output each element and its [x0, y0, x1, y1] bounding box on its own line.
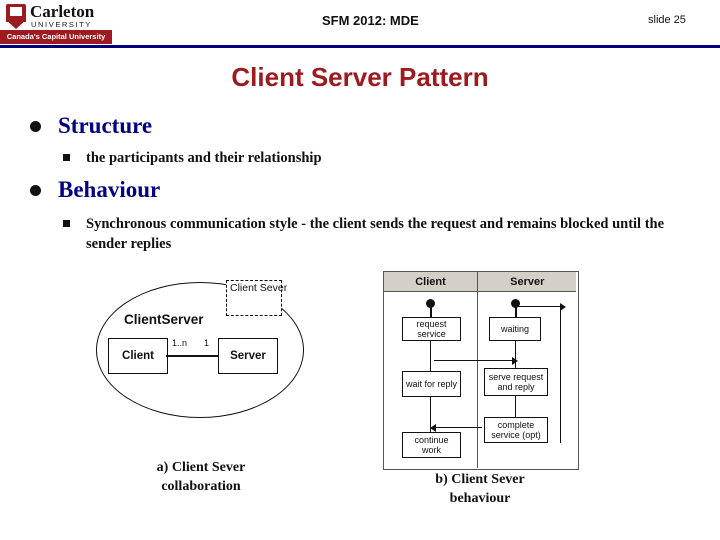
figure-a-caption-line1: a) Client Sever	[156, 460, 246, 475]
arrow-reply-to-client	[430, 422, 482, 434]
bullet-dot-behaviour	[30, 185, 41, 196]
logo-name: Carleton	[30, 2, 95, 21]
server-lifeline-3	[515, 361, 517, 368]
sequence-header-client: Client	[384, 272, 478, 292]
header-title: SFM 2012: MDE	[322, 13, 419, 28]
server-lifeline-4	[515, 396, 517, 417]
sub-bullet-square-1	[63, 154, 70, 161]
client-class-label: Client	[122, 350, 154, 362]
message-serve-request-and-reply: serve request and reply	[484, 368, 548, 396]
message-complete-service: complete service (opt)	[484, 417, 548, 443]
figure-b-caption-line2: behaviour	[449, 491, 511, 506]
logo-subtitle: UNIVERSITY	[31, 20, 93, 29]
server-class-label: Server	[230, 350, 266, 362]
client-lifeline-2	[430, 341, 432, 361]
sub-bullet-behaviour-1: Synchronous communication style - the cl…	[86, 216, 665, 252]
multiplicity-right: 1	[204, 338, 210, 348]
bullet-structure: Structure	[58, 113, 153, 138]
association-line	[166, 355, 218, 357]
bullet-behaviour: Behaviour	[58, 177, 161, 202]
message-continue-work: continue work	[402, 432, 461, 458]
message-wait-for-reply: wait for reply	[402, 371, 461, 397]
figure-sequence: Client Server request service waiting wa…	[383, 271, 579, 470]
collaboration-name: ClientServer	[124, 312, 204, 327]
figure-collaboration: ClientServer Client Server 1..n 1 Client…	[96, 276, 306, 426]
figure-b-caption: b) Client Sever behaviour	[383, 470, 577, 508]
logo-tagline: Canada's Capital University	[0, 30, 112, 44]
server-lifeline-2	[515, 341, 517, 361]
server-class-box: Server	[218, 338, 278, 374]
server-lifeline-1	[515, 306, 517, 321]
sequence-header-server: Server	[478, 272, 577, 292]
server-start-dot	[511, 299, 520, 308]
client-lifeline-3	[430, 361, 432, 371]
page-title: Client Server Pattern	[231, 62, 489, 92]
client-start-dot	[426, 299, 435, 308]
slide-header: Carleton UNIVERSITY Canada's Capital Uni…	[0, 0, 720, 48]
message-request-service: request service	[402, 317, 461, 341]
slide-number: slide 25	[648, 14, 686, 26]
bullet-dot-structure	[30, 121, 41, 132]
client-class-box: Client	[108, 338, 168, 374]
carleton-logo: Carleton UNIVERSITY Canada's Capital Uni…	[0, 0, 112, 46]
uml-note-text: Client Sever	[230, 282, 288, 294]
message-waiting: waiting	[489, 317, 541, 341]
arrow-server-entry	[515, 301, 566, 313]
figure-b-caption-line1: b) Client Sever	[435, 472, 525, 487]
figure-a-caption-line2: collaboration	[161, 479, 241, 494]
client-lifeline-4	[430, 397, 432, 427]
figure-a-caption: a) Client Sever collaboration	[96, 458, 306, 496]
client-lifeline-1	[430, 306, 432, 321]
server-return-path	[560, 306, 562, 443]
arrow-request-to-server	[434, 355, 518, 367]
shield-icon	[6, 4, 26, 29]
multiplicity-left: 1..n	[172, 338, 188, 348]
client-lifeline-5	[430, 427, 432, 432]
sub-bullet-structure-1: the participants and their relationship	[86, 150, 322, 166]
sub-bullet-square-2	[63, 220, 70, 227]
sequence-column-divider	[477, 291, 479, 468]
header-divider	[0, 45, 720, 48]
uml-note-box	[226, 280, 282, 316]
